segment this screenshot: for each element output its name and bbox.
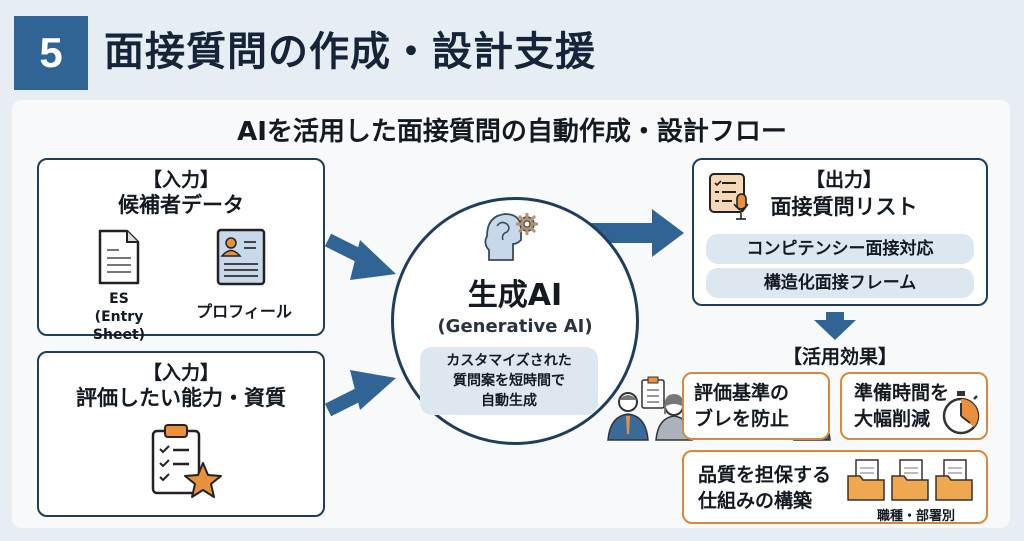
input-candidate-box: 【入力】 候補者データ ES (Entry Sheet) プロフィール bbox=[37, 158, 325, 343]
folders-caption: 職種・部署別 bbox=[876, 509, 955, 524]
arrow-from-candidate bbox=[324, 233, 396, 280]
flow-subtitle: AIを活用した面接質問の自動作成・設計フロー bbox=[237, 117, 787, 147]
output-title: 面接質問リスト bbox=[770, 195, 918, 219]
page-title: 面接質問の作成・設計支援 bbox=[104, 29, 596, 75]
output-item: コンピテンシー面接対応 bbox=[706, 234, 974, 264]
input-tag: 【入力】 bbox=[142, 362, 219, 384]
arrow-to-effects bbox=[814, 312, 856, 340]
checklist-microphone-icon bbox=[708, 172, 752, 226]
ai-head-gear-icon bbox=[483, 210, 543, 266]
profile-card-icon bbox=[216, 228, 266, 290]
section-number-badge: 5 bbox=[14, 16, 88, 90]
input-title: 候補者データ bbox=[118, 193, 244, 217]
input-tag: 【入力】 bbox=[142, 169, 219, 191]
stopwatch-icon bbox=[940, 390, 982, 443]
output-box: 【出力】 面接質問リスト コンピテンシー面接対応 構造化面接フレーム bbox=[692, 158, 988, 306]
ai-subtitle: (Generative AI) bbox=[437, 316, 593, 337]
output-tag: 【出力】 bbox=[805, 169, 882, 191]
input-title: 評価したい能力・資質 bbox=[76, 386, 286, 410]
profile-label: プロフィール bbox=[196, 302, 292, 321]
es-label: ES (Entry Sheet) bbox=[92, 291, 146, 343]
ai-description: カスタマイズされた 質問案を短時間で 自動生成 bbox=[420, 347, 598, 415]
effects-heading: 【活用効果】 bbox=[782, 346, 897, 368]
output-item: 構造化面接フレーム bbox=[706, 268, 974, 298]
document-icon bbox=[97, 228, 141, 290]
effect-item-time: 準備時間を 大幅削減 bbox=[840, 372, 988, 440]
folders-icon bbox=[846, 458, 976, 509]
effect-item-quality: 品質を担保する 仕組みの構築 職種・部署別 bbox=[682, 450, 988, 524]
arrow-from-skills bbox=[324, 370, 396, 417]
clipboard-star-icon bbox=[149, 423, 223, 503]
effect-item-consistency: 評価基準の ブレを防止 bbox=[682, 372, 830, 440]
ai-title: 生成AI bbox=[467, 278, 563, 313]
input-skills-box: 【入力】 評価したい能力・資質 bbox=[37, 351, 325, 517]
input-arrows bbox=[324, 233, 396, 417]
